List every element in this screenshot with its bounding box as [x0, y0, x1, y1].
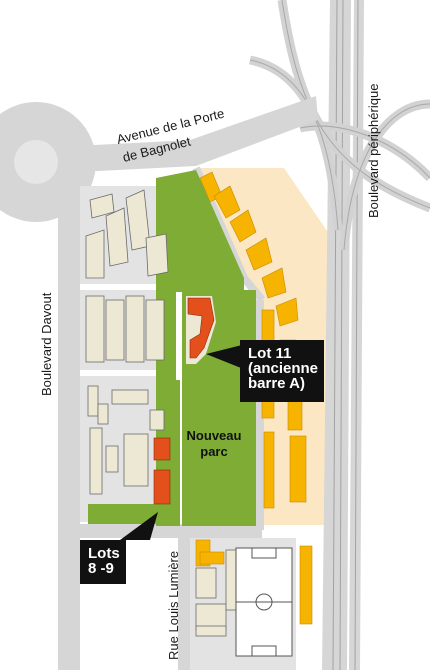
- east-street: [256, 300, 264, 530]
- davout-label: Boulevard Davout: [39, 292, 54, 396]
- park-south-green: [88, 504, 178, 524]
- roundabout-island: [14, 140, 58, 184]
- peripherique-road: [322, 0, 364, 670]
- existing-buildings-south: [87, 385, 165, 495]
- lumiere-road: [178, 530, 190, 670]
- peripherique-label: Boulevard périphérique: [366, 84, 381, 218]
- existing-buildings-bottom: [195, 549, 239, 637]
- davout-road: [58, 170, 80, 670]
- lots-8-9-callout: Lots 8 -9: [80, 540, 126, 584]
- lumiere-label: Rue Louis Lumière: [166, 551, 181, 660]
- lots-8-9-line1: Lots: [88, 545, 120, 562]
- lot-11-building: [186, 296, 216, 364]
- football-pitch: [235, 547, 293, 657]
- park-north: [156, 170, 244, 380]
- lots-8-9-pointer: [120, 512, 158, 540]
- lot-11-line3: barre A): [248, 375, 305, 392]
- south-street: [80, 524, 262, 538]
- lot-11-pointer: [206, 344, 246, 370]
- existing-buildings-north: [85, 189, 169, 279]
- park-label-line2: parc: [200, 444, 227, 459]
- park-label-line1: Nouveau: [187, 428, 242, 443]
- lots-8-9-buildings: [153, 437, 171, 505]
- lot-11-callout: Lot 11 (ancienne barre A): [240, 340, 324, 402]
- existing-buildings-middle: [85, 295, 165, 363]
- lots-8-9-line2: 8 -9: [88, 560, 114, 577]
- lot-11-line1: Lot 11: [248, 345, 292, 362]
- lot-11-line2: (ancienne: [248, 360, 319, 377]
